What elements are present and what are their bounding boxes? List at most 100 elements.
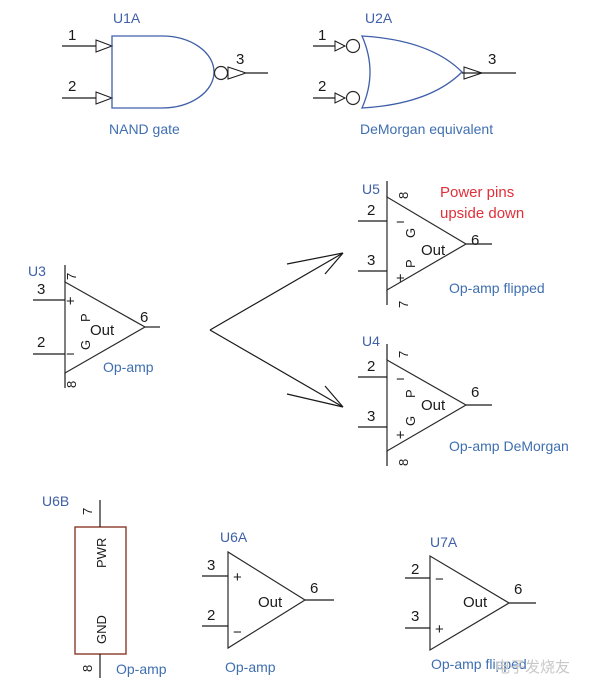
- u7a-ref: U7A: [430, 534, 458, 550]
- u1a-nand-gate: U1A 1 2 3 NAND gate: [62, 10, 268, 137]
- u5-out-pin: 6: [471, 232, 479, 249]
- u5-caption: Op-amp flipped: [449, 280, 545, 296]
- u2a-input2-bubble: [345, 90, 361, 106]
- u3-pin-minus: 2: [37, 334, 45, 351]
- u6a-out-label: Out: [258, 594, 283, 611]
- u4-pin-bottom: 8: [396, 459, 411, 466]
- u5-pin-top: 8: [396, 192, 411, 199]
- u7a-minus-sign: −: [435, 571, 444, 588]
- u7a-opamp-flipped: U7A 2 3 − + Out 6 Op-amp flipped: [405, 534, 536, 672]
- u6a-pin-plus: 3: [207, 557, 215, 574]
- u4-out-label: Out: [421, 397, 446, 414]
- u6a-out-pin: 6: [310, 580, 318, 597]
- u3-minus-sign: −: [66, 346, 75, 363]
- u2a-input2-arrow-icon: [334, 92, 347, 104]
- u5-ground-label: G: [403, 228, 418, 238]
- u6b-caption: Op-amp: [116, 661, 167, 677]
- u6a-triangle: [227, 550, 307, 650]
- u6a-pin-minus: 2: [207, 607, 215, 624]
- u3-pin-bottom: 8: [64, 381, 79, 388]
- u4-power-label: P: [403, 389, 418, 398]
- u4-minus-sign: −: [396, 371, 405, 388]
- u5-ref: U5: [362, 181, 380, 197]
- u7a-out-label: Out: [463, 594, 488, 611]
- u1a-caption: NAND gate: [109, 121, 180, 137]
- u5-power-label: P: [403, 259, 418, 268]
- u4-pin-b: 3: [367, 408, 375, 425]
- u6a-plus-sign: +: [233, 569, 242, 586]
- u4-out-pin: 6: [471, 384, 479, 401]
- u2a-caption: DeMorgan equivalent: [360, 121, 493, 137]
- u7a-pin-minus: 2: [411, 561, 419, 578]
- u6b-power-unit: U6B 7 8 PWR GND Op-amp: [42, 493, 167, 678]
- u3-out-label: Out: [90, 322, 115, 339]
- u2a-pin3: 3: [488, 51, 496, 68]
- u2a-gate-body: [360, 35, 463, 109]
- u7a-pin-plus: 3: [411, 608, 419, 625]
- u3-caption: Op-amp: [103, 359, 154, 375]
- u5-pin-a: 2: [367, 202, 375, 219]
- u4-opamp-demorgan: U4 7 8 2 3 − + P G Out 6 Op-amp DeMorgan: [358, 333, 569, 466]
- u4-caption: Op-amp DeMorgan: [449, 438, 569, 454]
- u3-pin-plus: 3: [37, 281, 45, 298]
- u6b-pwr-label: PWR: [94, 538, 109, 568]
- u4-ground-label: G: [403, 416, 418, 426]
- u7a-triangle: [429, 554, 511, 652]
- u5-out-label: Out: [421, 242, 446, 259]
- u2a-pin1: 1: [318, 27, 326, 44]
- u5-pin-bottom: 7: [396, 301, 411, 308]
- u5-pin-b: 3: [367, 252, 375, 269]
- arrow-to-u5: [209, 252, 344, 331]
- u5-opamp-flipped: U5 8 7 2 3 − + G P Out 6 Power pins upsi…: [358, 181, 545, 308]
- u5-note-line2: upside down: [440, 205, 524, 222]
- u6a-opamp: U6A 3 2 + − Out 6 Op-amp: [202, 529, 334, 675]
- u7a-out-pin: 6: [514, 581, 522, 598]
- u6b-pin-bottom: 8: [80, 665, 95, 672]
- u2a-pin2: 2: [318, 78, 326, 95]
- u5-triangle: [386, 195, 468, 292]
- u5-plus-sign: +: [396, 270, 405, 287]
- u4-plus-sign: +: [396, 427, 405, 444]
- u1a-input2-arrow-icon: [95, 91, 114, 105]
- u7a-plus-sign: +: [435, 621, 444, 638]
- arrow-head-to-u5-icon: [286, 252, 344, 275]
- u1a-gate-body: [111, 35, 215, 109]
- u3-plus-sign: +: [66, 293, 75, 310]
- u1a-ref: U1A: [113, 10, 141, 26]
- u6a-caption: Op-amp: [225, 659, 276, 675]
- u3-triangle: [64, 280, 147, 375]
- u6a-minus-sign: −: [233, 624, 242, 641]
- u4-pin-top: 7: [396, 351, 411, 358]
- u3-ref: U3: [28, 263, 46, 279]
- u4-triangle: [386, 358, 468, 453]
- u3-opamp: U3 7 8 3 2 + − P G Out 6 Op-amp: [28, 263, 160, 388]
- u2a-ref: U2A: [365, 10, 393, 26]
- arrow-to-u4: [209, 329, 344, 408]
- u1a-inversion-bubble: [213, 65, 229, 81]
- u6b-gnd-label: GND: [94, 615, 109, 644]
- u3-ground-label: G: [78, 340, 93, 350]
- u5-minus-sign: −: [396, 214, 405, 231]
- u4-ref: U4: [362, 333, 380, 349]
- u7a-caption: Op-amp flipped: [431, 656, 527, 672]
- watermark-text: 电子发烧友: [495, 659, 570, 676]
- u5-note-line1: Power pins: [440, 184, 514, 201]
- u3-pin-top: 7: [64, 273, 79, 280]
- u3-power-label: P: [78, 313, 93, 322]
- split-arrows: [209, 252, 344, 408]
- u1a-pin1: 1: [68, 27, 76, 44]
- arrow-head-to-u4-icon: [286, 385, 344, 408]
- u6b-pin-top: 7: [80, 508, 95, 515]
- u1a-output-arrow-icon: [227, 66, 248, 80]
- u2a-input1-arrow-icon: [334, 40, 347, 52]
- u6b-ref: U6B: [42, 493, 69, 509]
- u2a-or-gate: U2A 1 2 3 DeMorgan equivalent: [313, 10, 516, 137]
- u3-out-pin: 6: [140, 309, 148, 326]
- u4-pin-a: 2: [367, 358, 375, 375]
- u1a-pin3: 3: [236, 51, 244, 68]
- u2a-input1-bubble: [345, 38, 361, 54]
- u1a-pin2: 2: [68, 78, 76, 95]
- u6a-ref: U6A: [220, 529, 248, 545]
- u1a-input1-arrow-icon: [95, 39, 114, 53]
